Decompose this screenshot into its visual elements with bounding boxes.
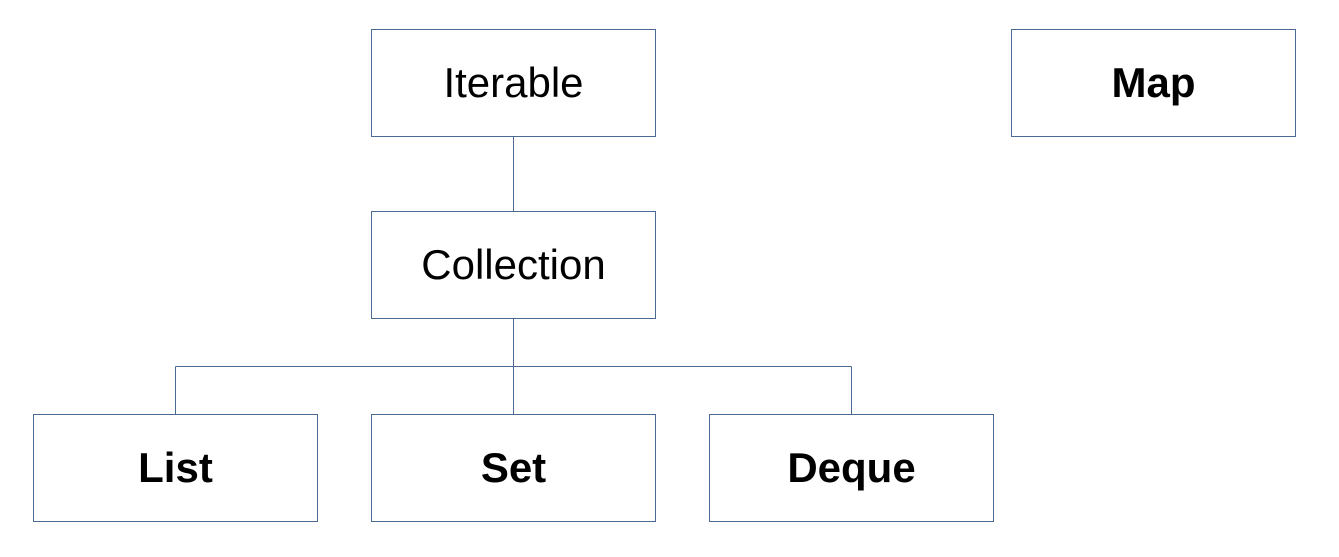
node-deque: Deque — [709, 414, 994, 522]
node-collection: Collection — [371, 211, 656, 319]
node-list: List — [33, 414, 318, 522]
node-set-label: Set — [480, 444, 547, 491]
node-iterable: Iterable — [371, 29, 656, 137]
node-deque-label: Deque — [787, 444, 916, 491]
node-map: Map — [1011, 29, 1296, 137]
node-iterable-label: Iterable — [443, 59, 584, 106]
node-list-label: List — [138, 444, 213, 491]
node-set: Set — [371, 414, 656, 522]
node-map-label: Map — [1111, 59, 1196, 106]
node-collection-label: Collection — [421, 241, 606, 288]
